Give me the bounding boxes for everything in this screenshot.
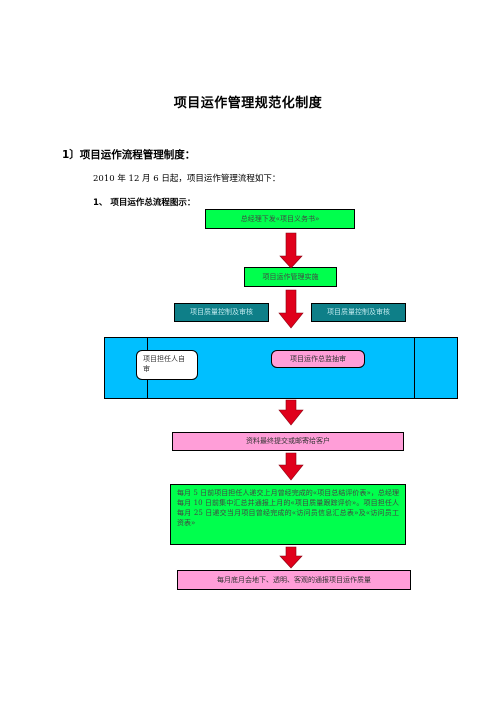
flow-step-monthly-meeting: 每月底月会地下、透明、客观的通报项目运作质量 bbox=[177, 570, 411, 590]
flow-arrow-3 bbox=[278, 399, 304, 426]
flow-arrow-4 bbox=[278, 452, 304, 481]
flow-arrow-5 bbox=[279, 546, 303, 569]
flow-step-submit: 资料最终提交或邮寄给客户 bbox=[172, 432, 404, 451]
flow-step-self-review-label: 项目担任人自审 bbox=[143, 355, 185, 374]
flow-step-monthly-meeting-label: 每月底月会地下、透明、客观的通报项目运作质量 bbox=[217, 575, 371, 584]
flow-step-qc-right: 项目质量控制及审核 bbox=[311, 303, 406, 322]
section-heading: 1〕项目运作流程管理制度： bbox=[62, 149, 196, 161]
flow-step-implement-label: 项目运作管理实施 bbox=[262, 272, 319, 281]
flow-step-self-review: 项目担任人自审 bbox=[136, 350, 198, 380]
flow-step-director-review: 项目运作总监抽审 bbox=[271, 350, 365, 368]
flow-step-qc-left: 项目质量控制及审核 bbox=[174, 303, 269, 322]
flow-step-monthly-report-label: 每月 5 日前项目担任人递交上月曾经完成的«项目总结评价表»，总经理每月 10 … bbox=[177, 489, 399, 528]
page-title: 项目运作管理规范化制度 bbox=[173, 96, 323, 111]
flow-step-monthly-report: 每月 5 日前项目担任人递交上月曾经完成的«项目总结评价表»，总经理每月 10 … bbox=[170, 484, 406, 545]
flow-step-assign-task-label: 总经理下发«项目义务书» bbox=[240, 214, 320, 223]
flow-review-band-divider-right bbox=[414, 337, 415, 399]
flow-arrow-1 bbox=[279, 232, 303, 269]
flow-subheading: 1、 项目运作总流程图示： bbox=[93, 198, 196, 208]
flow-step-qc-right-label: 项目质量控制及审核 bbox=[327, 308, 390, 317]
flow-step-director-review-label: 项目运作总监抽审 bbox=[290, 354, 346, 363]
flow-step-qc-left-label: 项目质量控制及审核 bbox=[190, 308, 253, 317]
flow-step-assign-task: 总经理下发«项目义务书» bbox=[205, 209, 355, 229]
flow-arrow-2 bbox=[278, 289, 304, 329]
flow-step-submit-label: 资料最终提交或邮寄给客户 bbox=[246, 437, 330, 446]
intro-text: 2010 年 12 月 6 日起，项目运作管理流程如下： bbox=[93, 174, 281, 184]
